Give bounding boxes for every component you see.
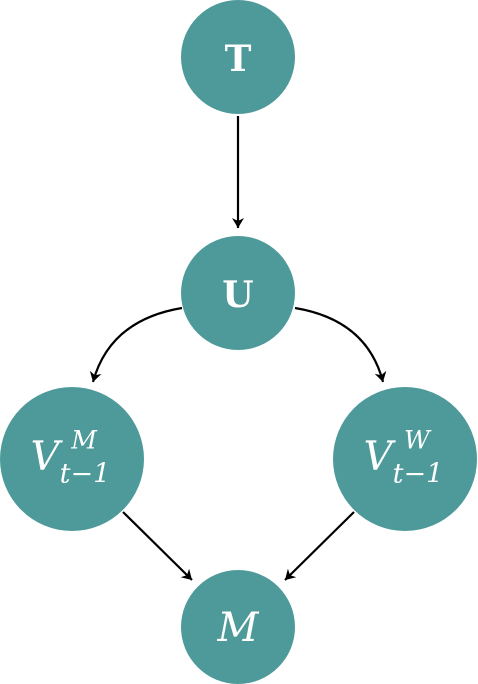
edge-u-to-vw — [294, 306, 387, 383]
node-v-t-minus-1-w: V W t−1 — [333, 387, 477, 531]
node-vm-base: V — [31, 434, 64, 480]
node-vm-superscript: M — [70, 426, 98, 455]
node-vw-subscript: t−1 — [393, 459, 444, 490]
node-vm-subscript: t−1 — [60, 459, 111, 490]
node-m-circle — [181, 570, 295, 684]
node-m-label: M — [217, 605, 260, 651]
node-t: T — [181, 0, 295, 114]
node-vm-circle — [0, 387, 144, 531]
node-t-circle — [181, 0, 295, 114]
node-t-label: T — [225, 38, 252, 80]
node-u: U — [181, 236, 295, 350]
edge-vw-to-m — [284, 511, 355, 581]
node-vw-superscript: W — [404, 426, 432, 455]
node-vw-circle — [333, 387, 477, 531]
node-v-t-minus-1-m: V M t−1 — [0, 387, 144, 531]
node-m: M — [181, 570, 295, 684]
edge-vm-to-m — [122, 511, 193, 581]
edge-u-to-vm — [89, 306, 183, 383]
node-u-circle — [181, 236, 295, 350]
node-vw-base: V — [364, 434, 397, 480]
node-u-label: U — [222, 274, 253, 316]
